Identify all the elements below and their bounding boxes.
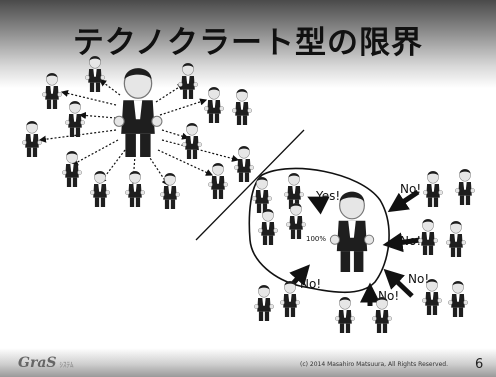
outsider-person bbox=[254, 285, 274, 321]
outsider-person bbox=[372, 297, 392, 333]
outsider-person bbox=[455, 169, 475, 205]
crowd-person bbox=[62, 151, 82, 187]
crowd-person bbox=[232, 89, 252, 125]
slide-title: テクノクラート型の限界 bbox=[72, 25, 424, 61]
crowd-person bbox=[204, 87, 224, 123]
crowd-person bbox=[90, 171, 110, 207]
percent-label: 100% bbox=[306, 235, 326, 243]
command-arrows bbox=[38, 79, 240, 186]
outsider-person bbox=[448, 281, 468, 317]
logo-subtext: ｼｽﾃﾑ bbox=[59, 360, 74, 369]
title-bar bbox=[0, 0, 496, 88]
outsider-person bbox=[423, 171, 443, 207]
no-label: No! bbox=[400, 234, 421, 248]
crowd-person bbox=[182, 123, 202, 159]
crowd-person bbox=[125, 171, 145, 207]
inner-circle-boundary bbox=[248, 167, 390, 294]
divider-line bbox=[195, 129, 305, 241]
outsider-person bbox=[422, 279, 442, 315]
supporter-person bbox=[252, 177, 272, 213]
outsider-person bbox=[418, 219, 438, 255]
technocrat-figure bbox=[113, 68, 163, 157]
people bbox=[22, 56, 475, 333]
crowd-person bbox=[234, 146, 254, 182]
page-number: 6 bbox=[475, 357, 484, 372]
crowd-person bbox=[160, 173, 180, 209]
crowd-person bbox=[42, 73, 62, 109]
no-label: No! bbox=[400, 182, 421, 196]
crowd-person bbox=[178, 63, 198, 99]
supporter-person bbox=[258, 209, 278, 245]
supporter-person bbox=[286, 203, 306, 239]
no-label: No! bbox=[408, 272, 429, 286]
logo-text: GraS bbox=[18, 355, 57, 371]
crowd-person bbox=[85, 56, 105, 92]
crowd-person bbox=[208, 163, 228, 199]
outsider-person bbox=[280, 281, 300, 317]
no-label: No! bbox=[300, 277, 321, 291]
outsider-person bbox=[446, 221, 466, 257]
outsider-person bbox=[335, 297, 355, 333]
yes-label: Yes! bbox=[315, 189, 340, 203]
leader-figure bbox=[329, 191, 375, 272]
crowd-person bbox=[65, 101, 85, 137]
crowd-person bbox=[22, 121, 42, 157]
footer-bar bbox=[0, 348, 496, 377]
copyright-notice: (c) 2014 Masahiro Matsuura, All Rights R… bbox=[300, 361, 449, 368]
